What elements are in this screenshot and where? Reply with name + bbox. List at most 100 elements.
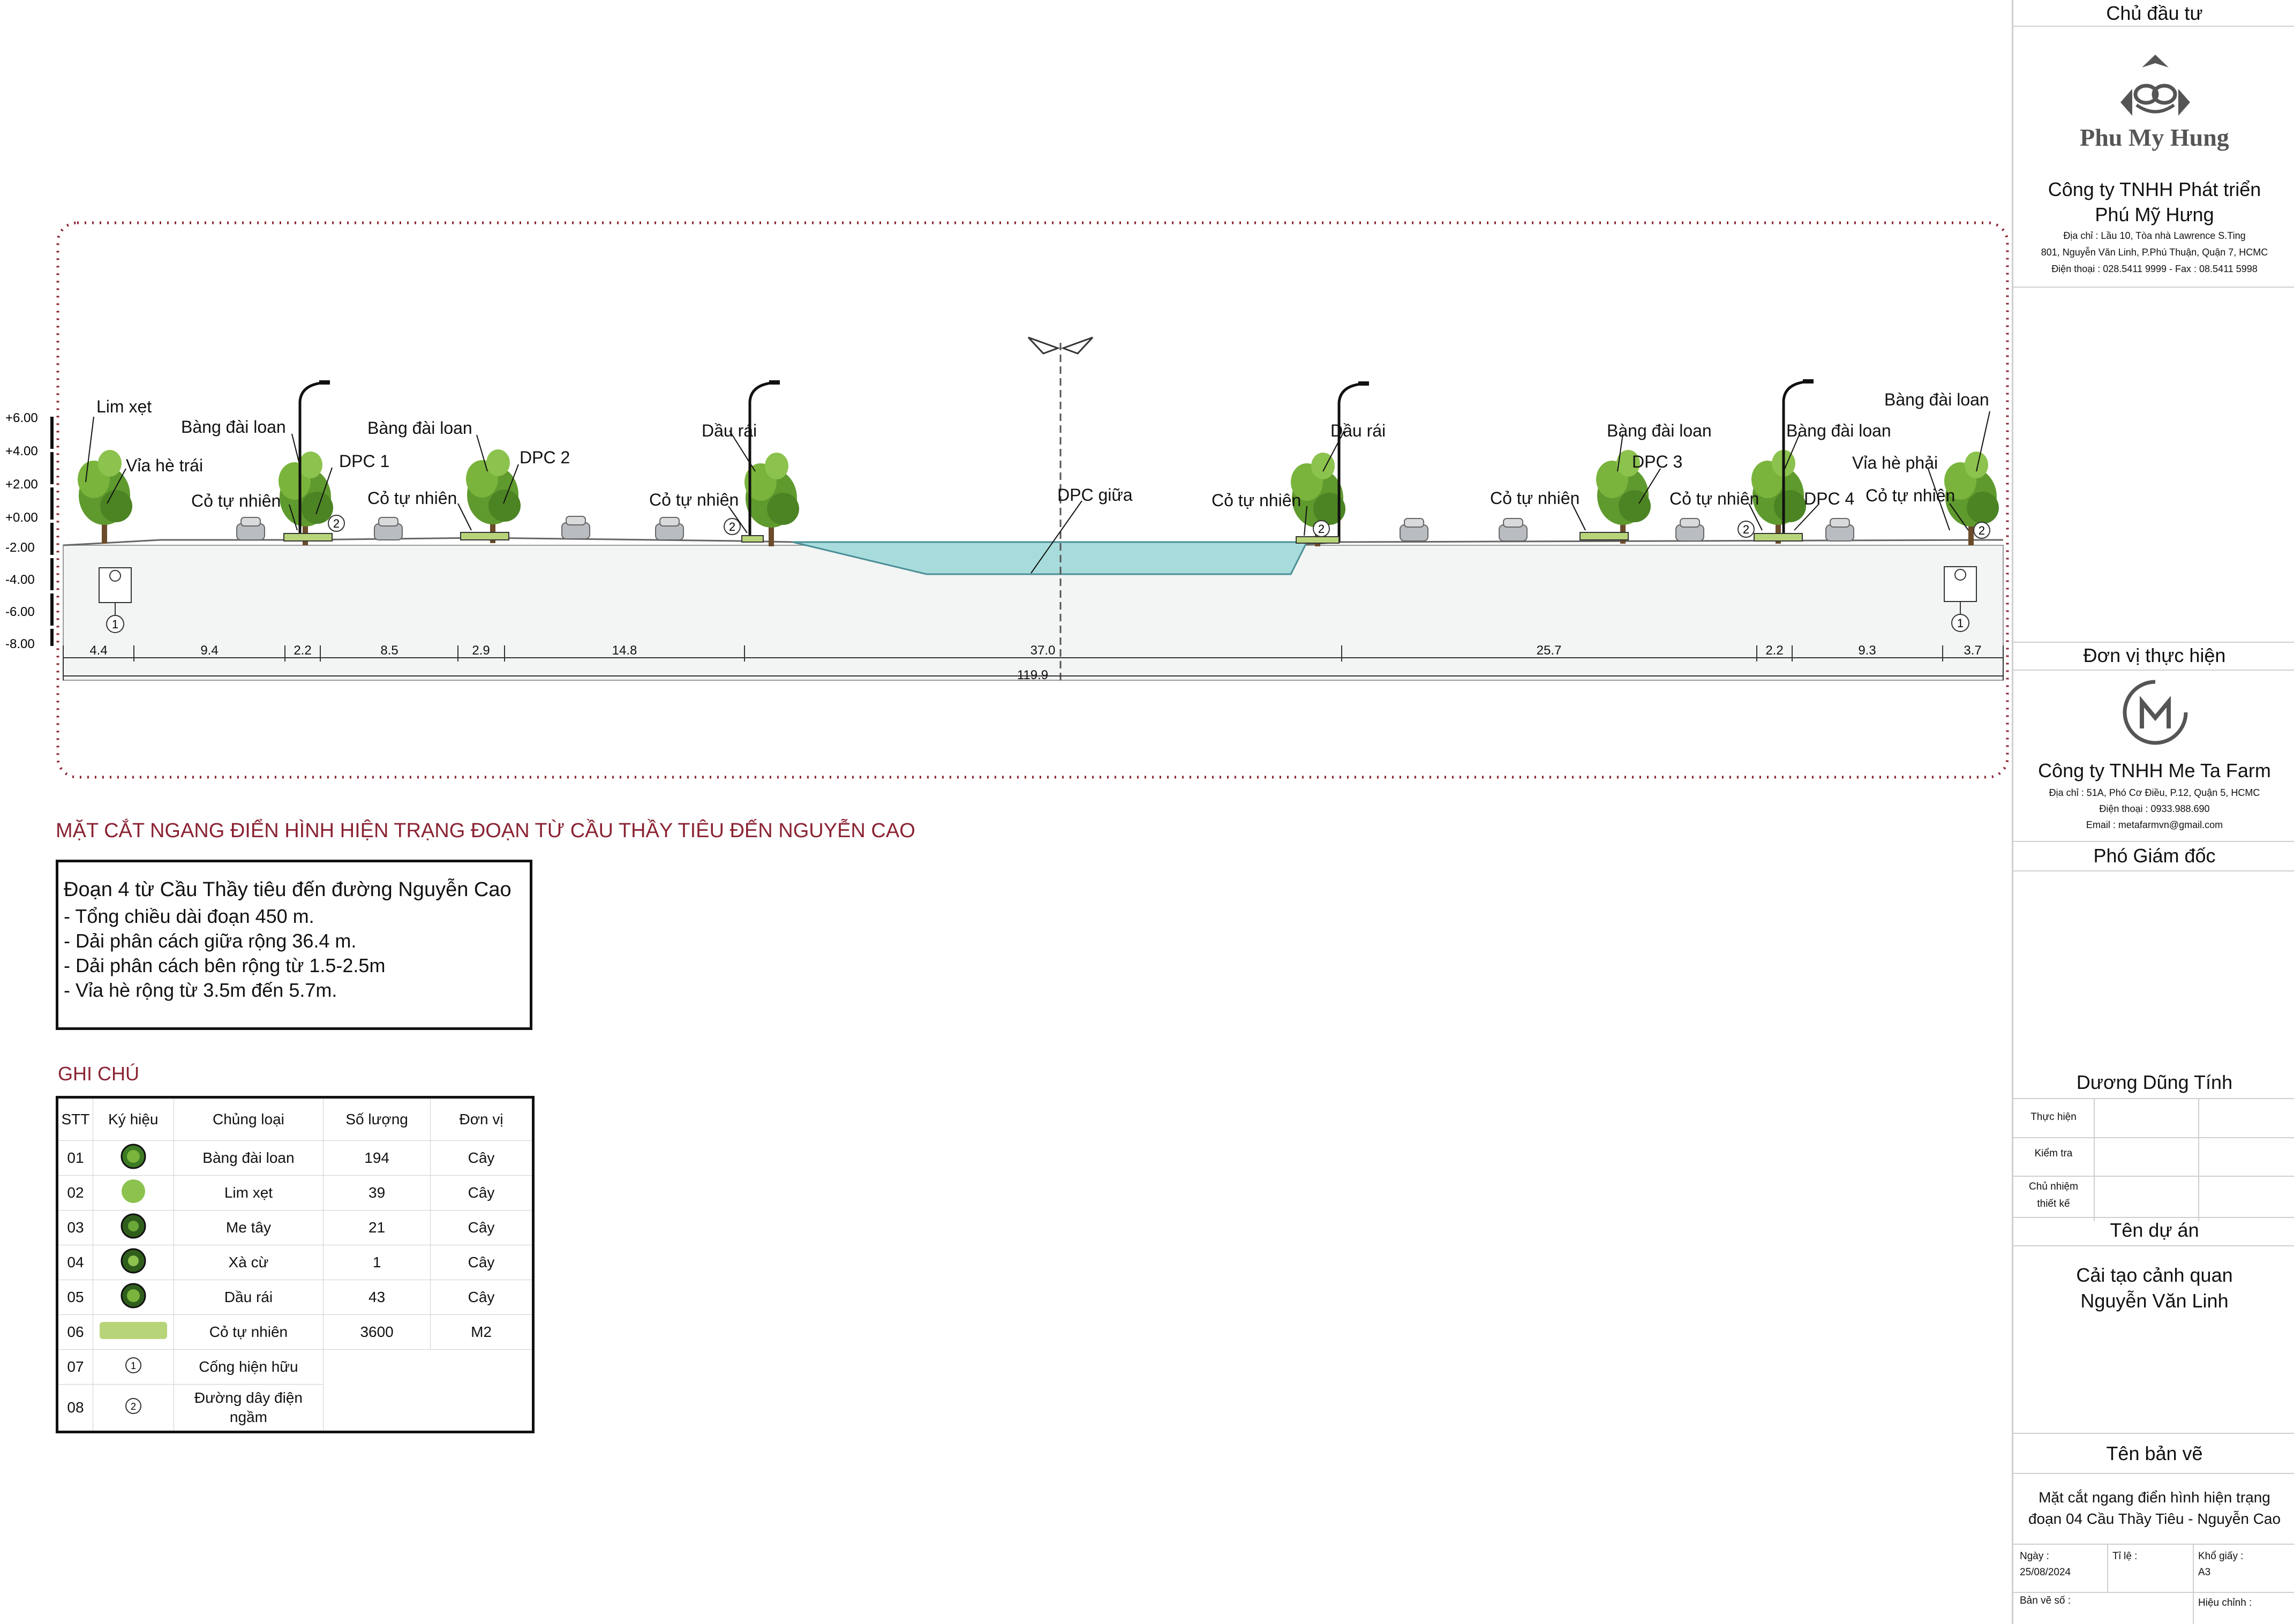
- legend-kind: Bàng đài loan: [173, 1140, 324, 1176]
- legend-stt: 08: [57, 1384, 93, 1432]
- center-mark: [1027, 336, 1094, 355]
- legend-table: STT Ký hiệu Chủng loại Số lượng Đơn vị 0…: [56, 1096, 535, 1433]
- notes-line: - Dải phân cách giữa rộng 36.4 m.: [64, 930, 357, 952]
- legend-unit: [431, 1385, 533, 1432]
- grass-icon: [92, 1314, 174, 1350]
- label-dau-rai-2: Dầu rái: [1330, 421, 1386, 440]
- svg-text:2: 2: [1318, 522, 1325, 536]
- legend-row: 06 Cỏ tự nhiên 3600 M2: [57, 1314, 533, 1350]
- legend-kind: Xà cừ: [173, 1245, 324, 1280]
- legend-header-qty: Số lượng: [323, 1097, 431, 1141]
- scale-label: Tỉ lệ :: [2112, 1551, 2138, 1562]
- legend-kind: Dầu rái: [173, 1280, 324, 1315]
- level-tick: -6.00: [5, 605, 35, 619]
- car: [236, 517, 265, 540]
- contractor-email: Email : metafarmvn@gmail.com: [2086, 819, 2223, 830]
- legend-row: 04 Xà cừ 1 Cây: [57, 1245, 533, 1280]
- car: [655, 517, 684, 540]
- label-co-1: Cỏ tự nhiên: [191, 491, 281, 510]
- label-co-7: Cỏ tự nhiên: [1866, 486, 1955, 505]
- dim-value: 4.4: [89, 643, 107, 658]
- marker-1-label: 1: [1957, 616, 1964, 630]
- svg-text:2: 2: [1743, 523, 1749, 536]
- legend-kind: Lim xẹt: [173, 1175, 324, 1211]
- label-co-3: Cỏ tự nhiên: [649, 490, 739, 509]
- label-co-5: Cỏ tự nhiên: [1490, 488, 1580, 508]
- tree-light-icon: [92, 1175, 174, 1211]
- legend-stt: 05: [57, 1280, 93, 1315]
- culvert-left: 1: [99, 567, 132, 633]
- contractor-label: Đơn vị thực hiện: [2083, 644, 2226, 666]
- legend-unit: Cây: [430, 1140, 533, 1176]
- notes-heading: Đoạn 4 từ Cầu Thầy tiêu đến đường Nguyễn…: [64, 878, 512, 901]
- level-tick: +0.00: [5, 510, 38, 525]
- label-bang-1: Bàng đài loan: [181, 417, 286, 437]
- level-scale: +6.00 +4.00 +2.00 +0.00 -2.00 -4.00 -6.0…: [5, 411, 54, 651]
- paper-value: A3: [2198, 1567, 2211, 1578]
- legend-kind: Đường dây điện ngầm: [173, 1384, 324, 1432]
- title-block: Chủ đầu tư Phu My Hung Công ty TNHH Phát…: [2012, 0, 2294, 1624]
- owner-name: Phú Mỹ Hưng: [2095, 204, 2214, 225]
- owner-address: 801, Nguyễn Văn Linh, P.Phú Thuận, Quận …: [2041, 247, 2268, 258]
- label-lim-xet: Lim xẹt: [96, 397, 152, 416]
- dim-value: 14.8: [612, 643, 637, 658]
- role-label: Chủ nhiệm thiết kế: [2029, 1181, 2078, 1209]
- legend-kind: Cống hiện hữu: [173, 1349, 324, 1385]
- legend-unit: M2: [430, 1314, 533, 1350]
- section-title: MẶT CẮT NGANG ĐIỂN HÌNH HIỆN TRẠNG ĐOẠN …: [56, 819, 915, 842]
- section-frame: [56, 221, 2009, 779]
- cable-markers: 2 2 2 2 2: [328, 515, 1990, 539]
- owner-logo-text: Phu My Hung: [2080, 124, 2229, 151]
- dim-value: 2.2: [1765, 643, 1783, 658]
- legend-header-stt: STT: [57, 1097, 93, 1141]
- car: [374, 517, 403, 540]
- legend-qty: 43: [323, 1280, 431, 1315]
- legend-qty: 194: [323, 1140, 431, 1176]
- car: [1499, 518, 1528, 542]
- dim-value: 2.2: [294, 643, 311, 658]
- legend-stt: 04: [57, 1245, 93, 1280]
- legend-kind: Me tây: [173, 1210, 324, 1245]
- drawing-name: Mặt cắt ngang điển hình hiện trạng: [2039, 1489, 2270, 1506]
- legend-unit: Cây: [430, 1280, 533, 1315]
- car: [561, 516, 590, 539]
- role-label: Kiểm tra: [2034, 1148, 2073, 1159]
- legend-qty: [324, 1385, 431, 1432]
- level-tick: +4.00: [5, 444, 38, 458]
- legend-unit: Cây: [430, 1210, 533, 1245]
- central-channel-water: [792, 541, 1308, 575]
- label-via-he-phai: Vỉa hè phải: [1852, 453, 1938, 472]
- marker-2-icon: 2: [92, 1384, 174, 1432]
- dim-value: 3.7: [1964, 643, 1981, 658]
- svg-text:2: 2: [333, 517, 340, 530]
- drawing-label: Tên bản vẽ: [2106, 1442, 2203, 1464]
- project-label: Tên dự án: [2110, 1219, 2199, 1241]
- notes-line: - Tổng chiều dài đoạn 450 m.: [64, 905, 314, 927]
- notes-line: - Dải phân cách bên rộng từ 1.5-2.5m: [64, 954, 386, 976]
- cross-section-drawing: +6.00 +4.00 +2.00 +0.00 -2.00 -4.00 -6.0…: [5, 221, 2009, 779]
- bang-tree: [279, 452, 333, 545]
- owner-name: Công ty TNHH Phát triển: [2048, 178, 2261, 200]
- legend-qty: 39: [323, 1175, 431, 1211]
- drawing-name: đoạn 04 Cầu Thầy Tiêu - Nguyễn Cao: [2028, 1510, 2281, 1527]
- legend-qty: 1: [323, 1245, 431, 1280]
- dim-value: 2.9: [472, 643, 490, 658]
- dimension-lines: [63, 645, 2004, 680]
- sheet-label: Bản vẽ số :: [2020, 1595, 2071, 1606]
- legend-stt: 02: [57, 1175, 93, 1211]
- bang-tree: [466, 449, 521, 543]
- tree-dark-icon: [92, 1140, 174, 1176]
- legend-unit: Cây: [430, 1175, 533, 1211]
- legend-qty: 21: [323, 1210, 431, 1245]
- dim-value: 25.7: [1537, 643, 1562, 658]
- legend-header-symbol: Ký hiệu: [92, 1097, 174, 1141]
- deputy-name: Dương Dũng Tính: [2076, 1071, 2233, 1093]
- street-lamp: [1339, 381, 1369, 542]
- deputy-label: Phó Giám đốc: [2093, 845, 2216, 867]
- grass-strip: [1580, 532, 1629, 540]
- legend-qty: 3600: [323, 1314, 431, 1350]
- car: [1675, 518, 1704, 542]
- project-name: Cải tạo cảnh quan: [2076, 1264, 2233, 1286]
- tree-dark-icon: [92, 1210, 174, 1245]
- level-tick: +6.00: [5, 411, 38, 425]
